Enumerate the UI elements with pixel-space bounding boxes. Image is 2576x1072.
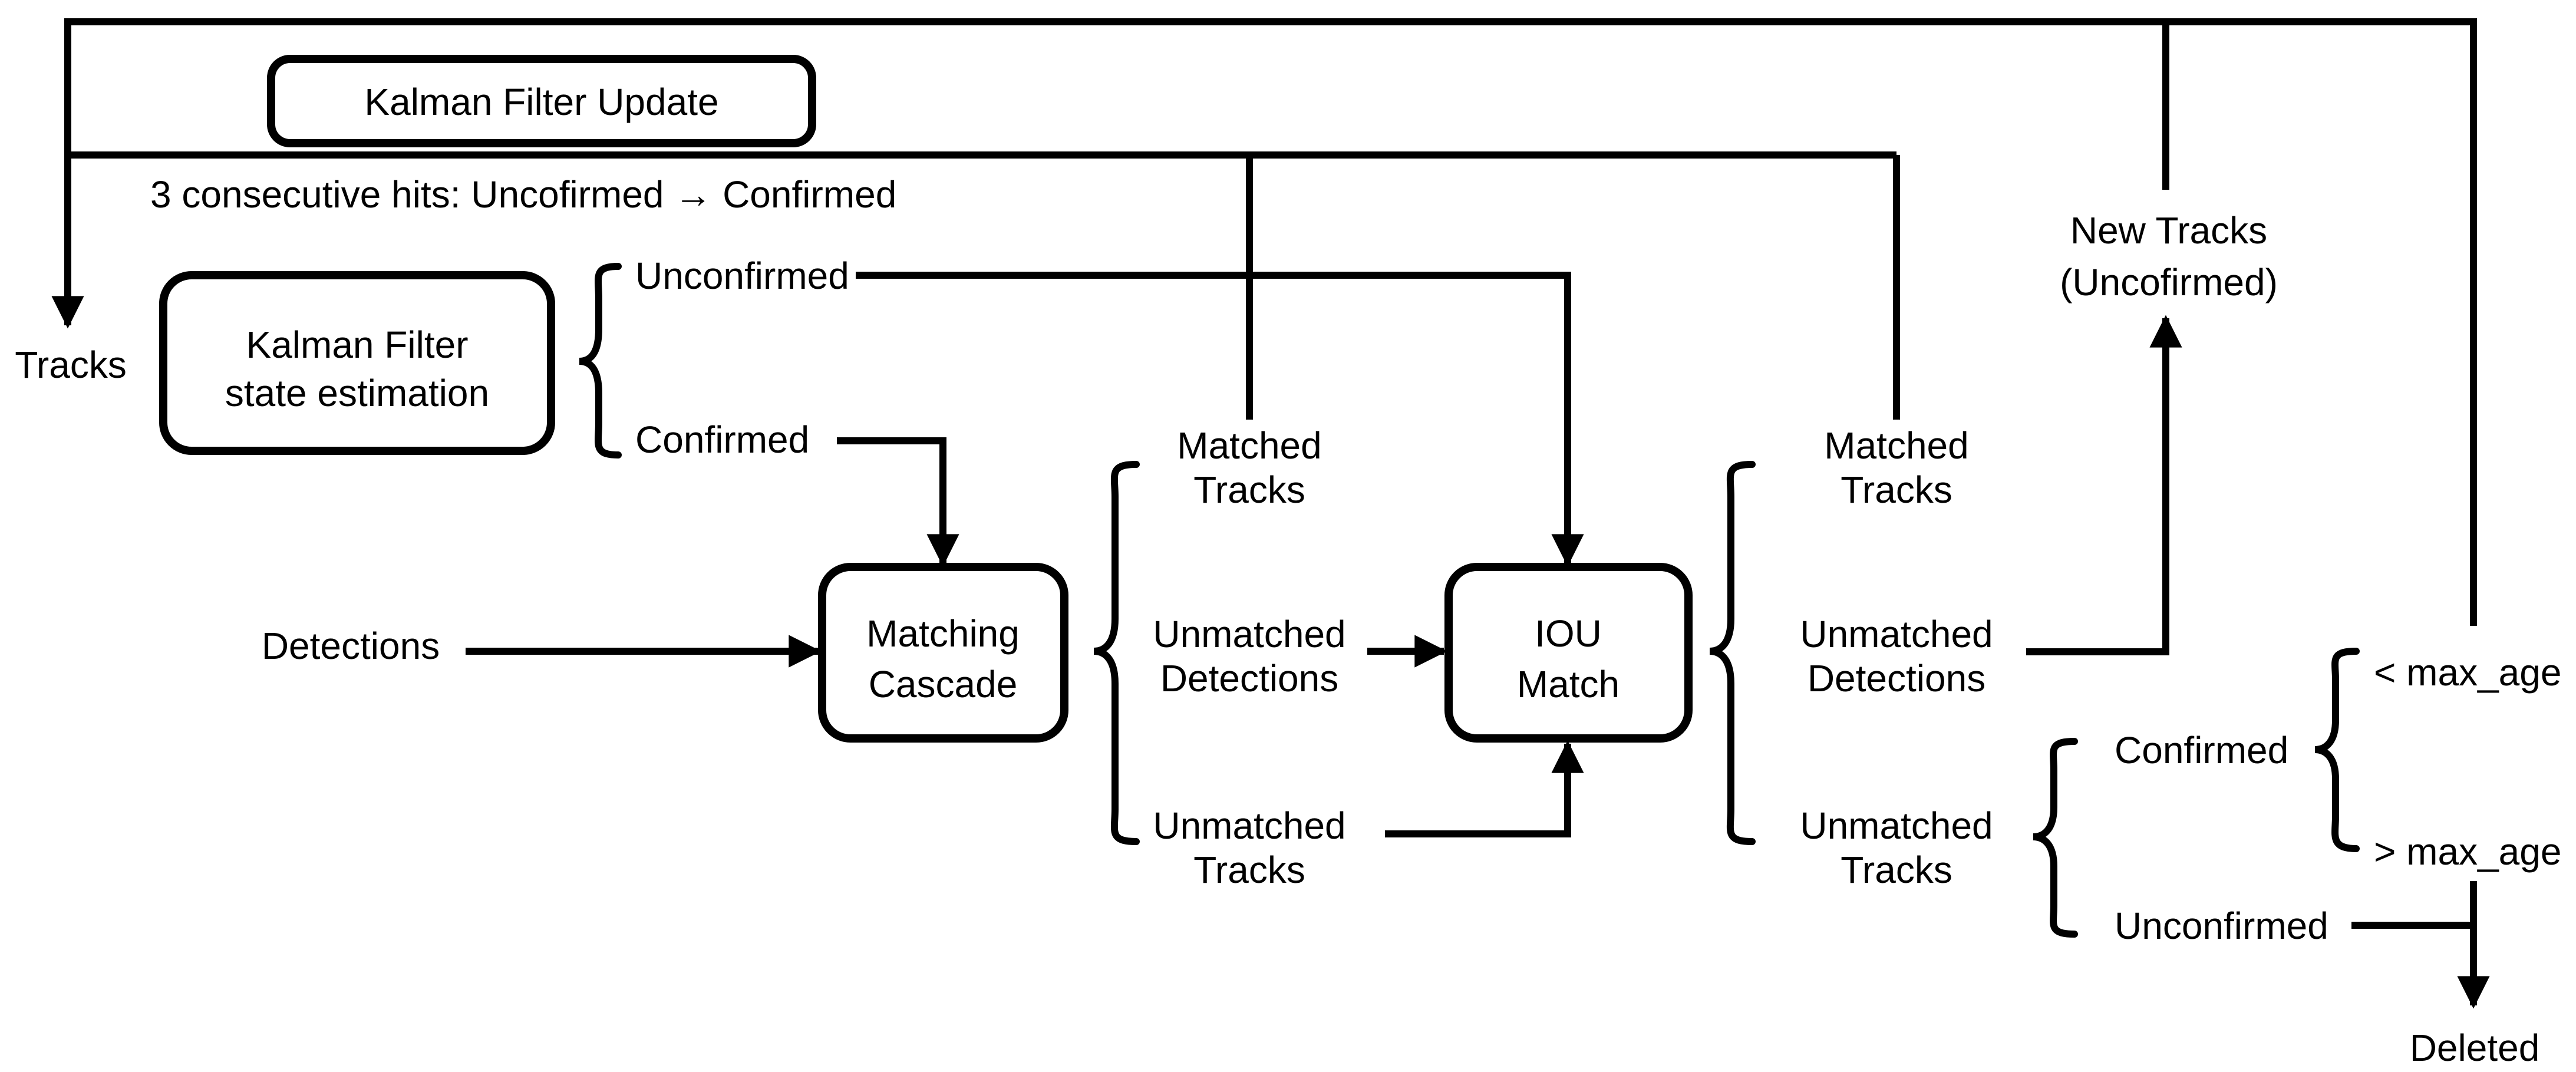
new-tracks-label-line1: New Tracks [2070,209,2267,252]
fate-confirmed-label: Confirmed [2115,729,2288,771]
cascade-unmatched-tracks-label-line2: Tracks [1193,849,1305,891]
feedback-loop-line [51,18,2477,626]
kalman-filter-update-box [267,55,816,147]
matching-cascade-label-line1: Matching [866,612,1020,655]
matching-cascade-box [818,563,1068,743]
iou-unmatched-tracks-label-line2: Tracks [1841,849,1952,891]
detections-label: Detections [262,625,440,667]
cascade-outputs-brace [1093,461,1140,845]
unmatched-detections-to-new-tracks-line [2026,315,2182,655]
iou-unmatched-detections-label-line1: Unmatched [1800,613,1993,655]
iou-matched-tracks-label-line1: Matched [1824,424,1968,467]
kalman-output-confirmed-label: Confirmed [635,418,809,461]
kalman-output-unconfirmed-label: Unconfirmed [635,255,849,297]
new-tracks-label-line2: (Uncofirmed) [2060,261,2278,304]
fate-gt-max-age-label: > max_age [2374,830,2561,873]
confirmed-age-brace [2314,648,2360,852]
caption-consecutive-hits: 3 consecutive hits: Uncofirmed → Confirm… [150,173,896,216]
fate-lt-max-age-label: < max_age [2374,651,2561,694]
unmatched-tracks-to-iou-line [1385,740,1584,837]
kalman-state-label-line1: Kalman Filter [246,324,469,366]
cascade-unmatched-detections-label-line2: Detections [1160,657,1338,700]
iou-unmatched-tracks-label-line1: Unmatched [1800,804,1993,847]
kalman-outputs-brace [579,263,622,459]
confirmed-to-cascade-line [837,437,959,567]
iou-outputs-brace [1709,461,1756,845]
unmatched-tracks-fate-brace [2033,738,2078,938]
cascade-matched-tracks-label-line1: Matched [1177,424,1321,467]
iou-unmatched-detections-label-line2: Detections [1808,657,1985,700]
fate-deleted-label: Deleted [2410,1027,2540,1069]
cascade-unmatched-detections-label-line1: Unmatched [1153,613,1345,655]
iou-matched-tracks-label-line2: Tracks [1841,469,1952,511]
kalman-state-label-line2: state estimation [225,372,489,414]
kalman-filter-update-label: Kalman Filter Update [364,81,718,123]
matching-cascade-label-line2: Cascade [869,663,1018,705]
tracks-label: Tracks [15,344,127,386]
unconfirmed-to-iou-line [856,272,1584,567]
kalman-filter-state-estimation-box [159,271,555,455]
fate-unconfirmed-label: Unconfirmed [2115,905,2328,947]
cascade-unmatched-tracks-label-line1: Unmatched [1153,804,1345,847]
iou-match-box [1444,563,1693,743]
iou-match-label-line2: Match [1517,663,1620,705]
iou-match-label-line1: IOU [1535,612,1602,655]
cascade-matched-tracks-label-line2: Tracks [1193,469,1305,511]
